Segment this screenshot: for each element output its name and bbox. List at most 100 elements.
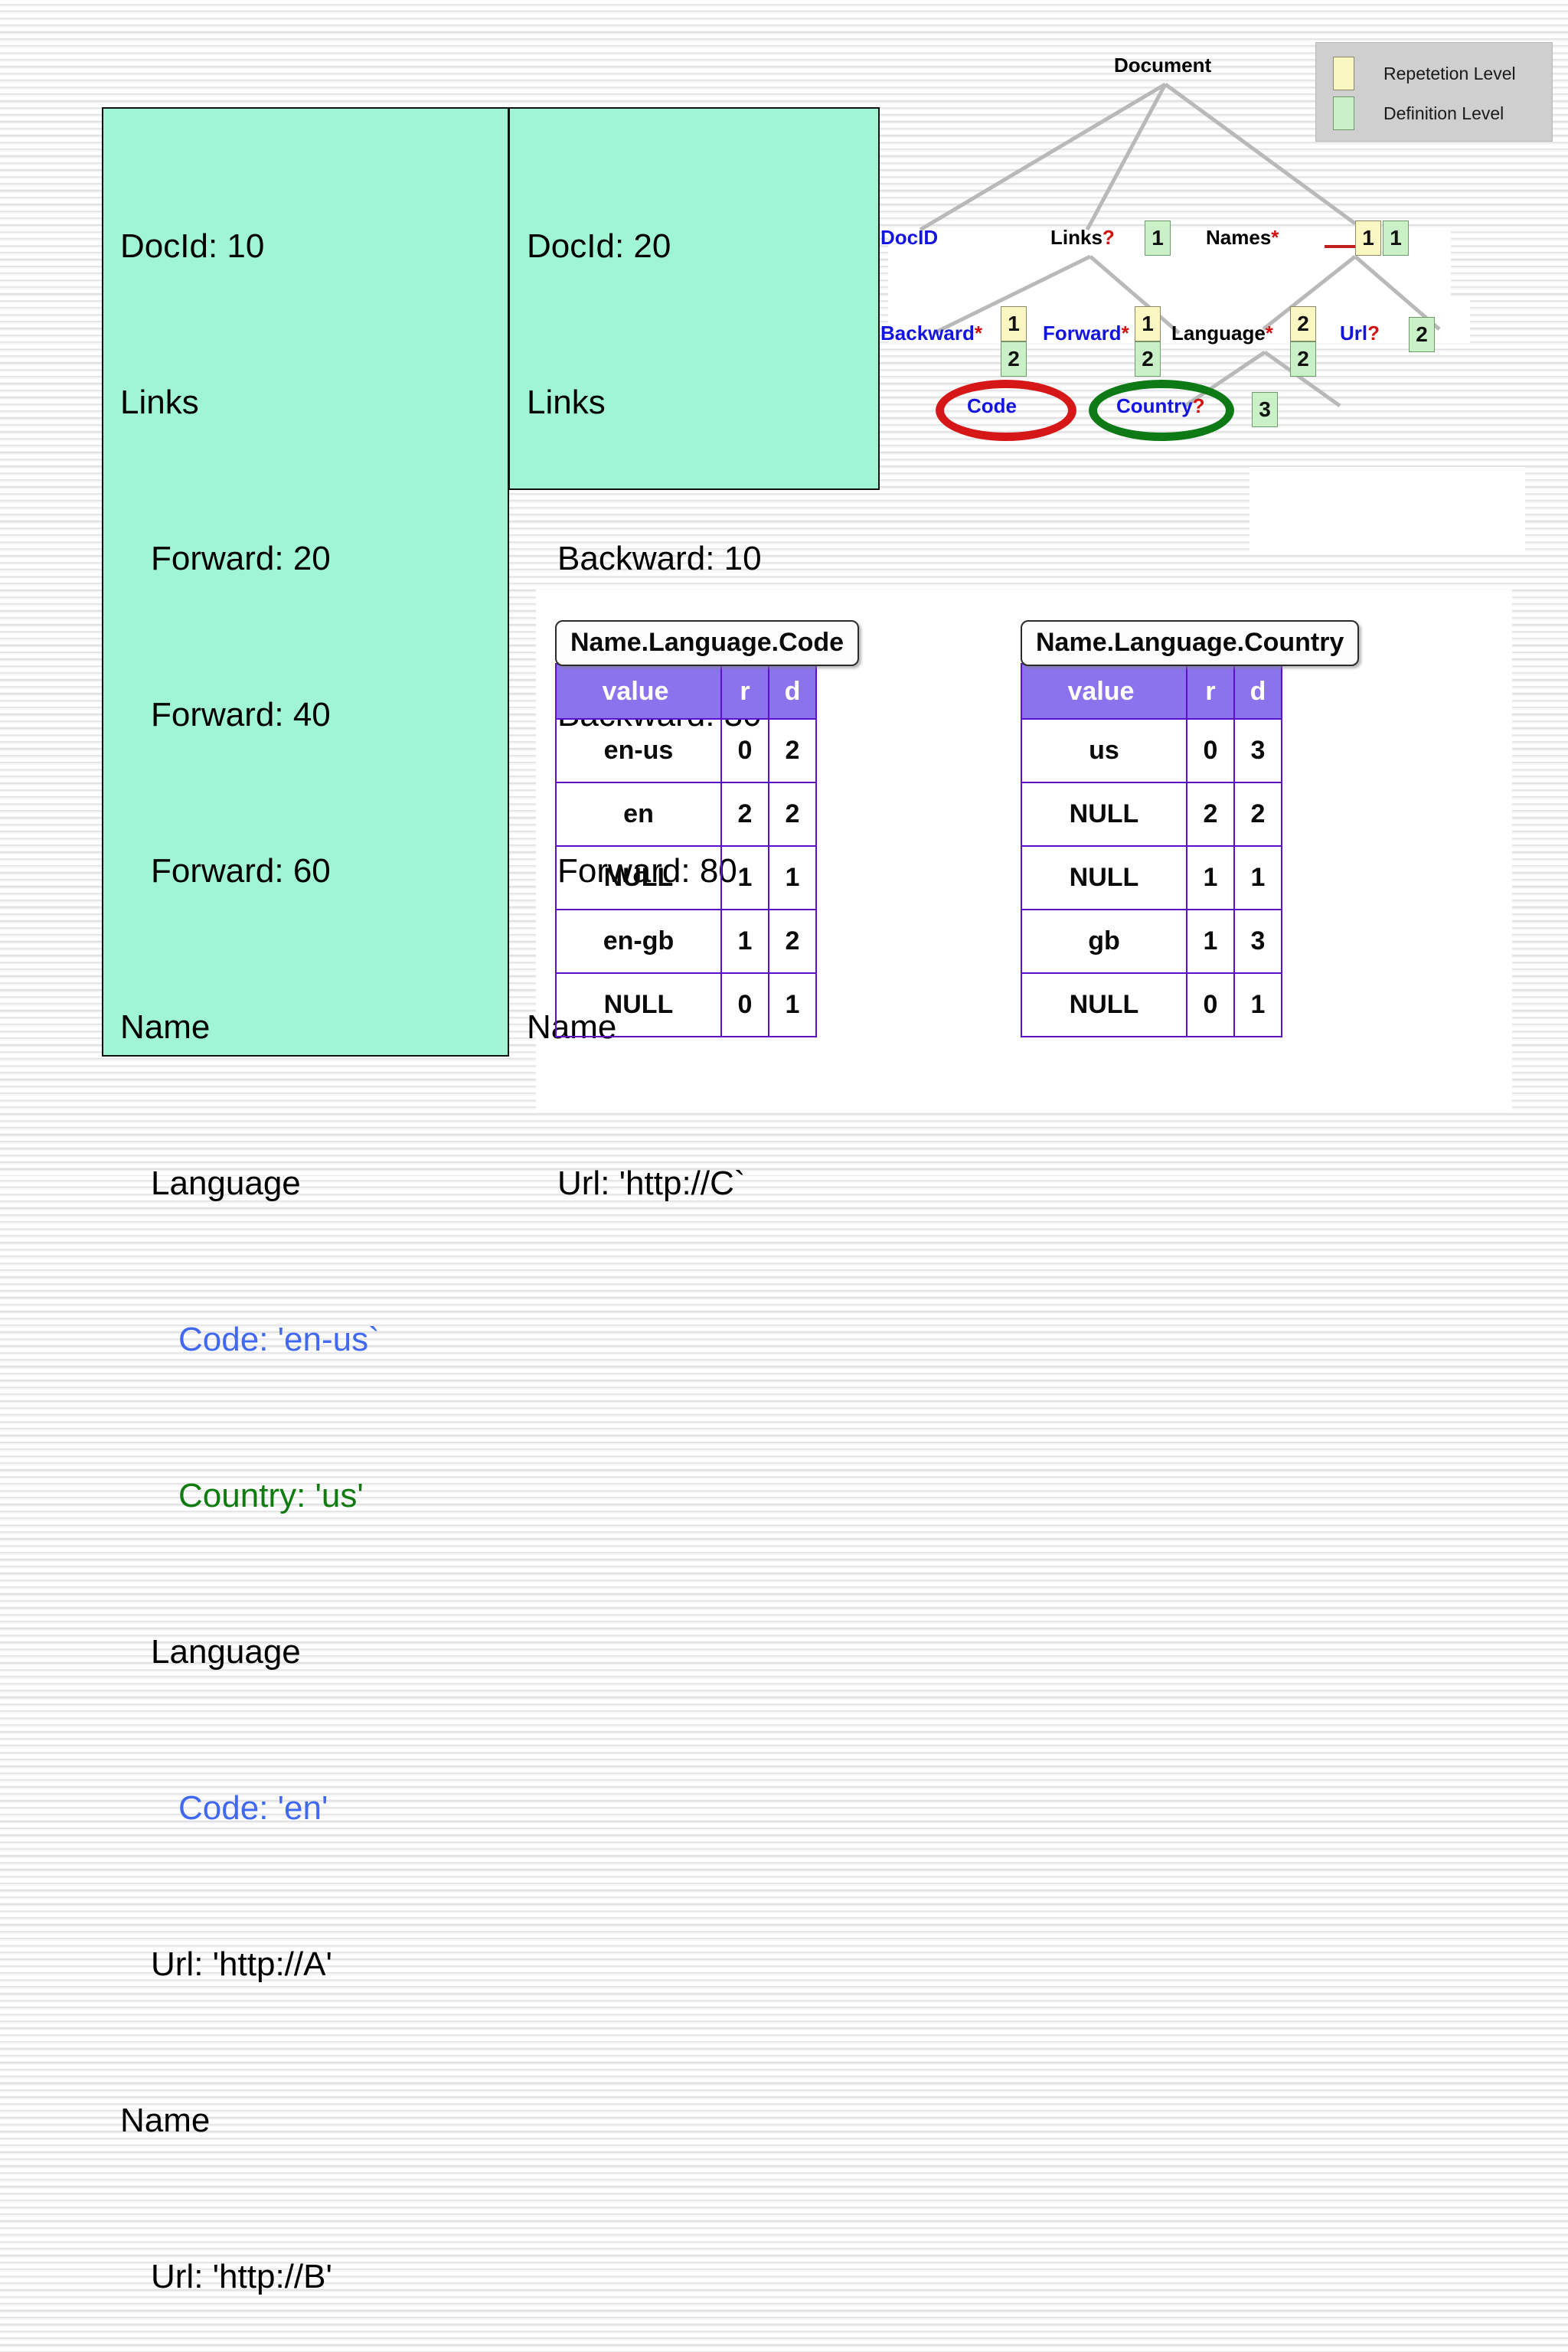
record-line: Language <box>151 1633 301 1671</box>
column-header-r: r <box>1186 663 1235 720</box>
record-line: Forward: 60 <box>151 852 331 890</box>
schema-tree: Document DocID Links? 1 Names* 1 1 Backw… <box>880 46 1462 582</box>
record-line: Language <box>151 1165 301 1202</box>
table-row: NULL 2 2 <box>1021 782 1282 847</box>
legend-label: Repetetion Level <box>1383 63 1516 83</box>
column-table-code: Name.Language.Code value r d en-us 0 2 e… <box>555 620 860 1037</box>
cell-d: 1 <box>768 845 817 910</box>
cell-d: 2 <box>768 718 817 783</box>
cell-d: 1 <box>768 972 817 1037</box>
record-line: Url: 'http://A' <box>151 1945 332 1983</box>
tree-node-url[interactable]: Url? <box>1340 322 1380 345</box>
record-line: Name <box>120 1008 211 1046</box>
cell-r: 1 <box>1186 909 1235 974</box>
cell-value: en <box>555 782 722 847</box>
table-code-grid: value r d en-us 0 2 en 2 2 NULL 1 1 en <box>555 663 817 1037</box>
cell-value: NULL <box>1021 782 1187 847</box>
repetition-level-swatch-icon <box>1333 57 1354 90</box>
cell-d: 2 <box>768 909 817 974</box>
tree-node-docid[interactable]: DocID <box>880 226 938 250</box>
column-header-value: value <box>555 663 722 720</box>
tree-node-language[interactable]: Language* <box>1171 322 1273 345</box>
cell-value: NULL <box>555 845 722 910</box>
column-header-value: value <box>1021 663 1187 720</box>
definition-level-swatch-icon <box>1333 96 1354 130</box>
tree-node-label: Backward <box>880 322 975 345</box>
tree-node-mark: ? <box>1192 394 1205 417</box>
cell-r: 0 <box>1186 972 1235 1037</box>
tree-edges <box>919 82 1441 408</box>
tree-node-mark: ? <box>1102 226 1115 249</box>
record-line: DocId: 20 <box>527 227 671 265</box>
table-country-grid: value r d us 0 3 NULL 2 2 NULL 1 1 gb <box>1021 663 1282 1037</box>
table-title: Name.Language.Country <box>1021 620 1360 666</box>
tree-node-mark: * <box>1265 322 1273 345</box>
legend-label: Definition Level <box>1383 103 1504 123</box>
tree-node-mark: * <box>974 322 982 345</box>
table-row: en-gb 1 2 <box>555 909 817 974</box>
cell-d: 1 <box>1233 845 1282 910</box>
tree-node-document[interactable]: Document <box>1114 54 1211 77</box>
legend-box: Repetetion Level Definition Level <box>1315 42 1553 142</box>
tree-node-mark: * <box>1121 322 1129 345</box>
code-highlight-ellipse <box>936 380 1076 441</box>
tree-node-label: Country <box>1116 394 1193 417</box>
column-header-r: r <box>720 663 769 720</box>
record-line: Forward: 20 <box>151 540 331 577</box>
tree-node-forward[interactable]: Forward* <box>1043 322 1129 345</box>
record-line-country: Country: 'us' <box>178 1477 364 1514</box>
record-line-code: Code: 'en-us` <box>178 1321 380 1358</box>
tree-node-label: Forward <box>1043 322 1122 345</box>
record-line: DocId: 10 <box>120 227 265 265</box>
table-row: NULL 0 1 <box>1021 972 1282 1037</box>
column-header-d: d <box>1233 663 1282 720</box>
tree-node-label: Code <box>967 394 1017 417</box>
tree-node-label: Links <box>1050 226 1102 249</box>
cell-r: 2 <box>1186 782 1235 847</box>
cell-value: NULL <box>555 972 722 1037</box>
repetition-level-badge-language: 2 <box>1290 306 1316 341</box>
record-line: Forward: 40 <box>151 696 331 733</box>
record-line: Name <box>120 2102 211 2139</box>
cell-r: 1 <box>1186 845 1235 910</box>
repetition-level-badge-forward: 1 <box>1135 306 1161 341</box>
cell-value: NULL <box>1021 845 1187 910</box>
cell-r: 0 <box>720 972 769 1037</box>
tree-node-mark: * <box>1271 226 1279 249</box>
record-line: Url: 'http://B' <box>151 2258 332 2295</box>
cell-r: 2 <box>720 782 769 847</box>
cell-d: 2 <box>768 782 817 847</box>
cell-d: 3 <box>1233 718 1282 783</box>
record-line: Links <box>120 384 199 421</box>
cell-value: NULL <box>1021 972 1187 1037</box>
tree-node-backward[interactable]: Backward* <box>880 322 982 345</box>
tree-node-links[interactable]: Links? <box>1050 226 1115 250</box>
definition-level-badge-names: 1 <box>1383 220 1409 256</box>
definition-level-badge-url: 2 <box>1409 317 1435 352</box>
tree-node-names[interactable]: Names* <box>1206 226 1279 250</box>
tree-panel-backdrop-3 <box>1250 467 1525 551</box>
tree-node-code[interactable]: Code <box>967 394 1017 418</box>
tree-node-label: Document <box>1114 54 1212 77</box>
column-table-country: Name.Language.Country value r d us 0 3 N… <box>1021 620 1360 1037</box>
table-header-row: value r d <box>555 663 817 720</box>
country-highlight-ellipse <box>1089 380 1234 441</box>
cell-r: 0 <box>720 718 769 783</box>
table-row: NULL 1 1 <box>1021 845 1282 910</box>
table-row: en-us 0 2 <box>555 718 817 783</box>
record-line: Url: 'http://C` <box>557 1165 746 1202</box>
record-line: Links <box>527 384 606 421</box>
cell-value: gb <box>1021 909 1187 974</box>
column-header-d: d <box>768 663 817 720</box>
tree-node-country[interactable]: Country? <box>1116 394 1205 418</box>
table-row: gb 1 3 <box>1021 909 1282 974</box>
cell-value: us <box>1021 718 1187 783</box>
repetition-level-badge-backward: 1 <box>1001 306 1027 341</box>
table-row: us 0 3 <box>1021 718 1282 783</box>
cell-r: 1 <box>720 909 769 974</box>
tree-node-label: Names <box>1206 226 1272 249</box>
tree-node-mark: ? <box>1367 322 1380 345</box>
cell-r: 0 <box>1186 718 1235 783</box>
legend-item-definition: Definition Level <box>1333 93 1552 133</box>
table-title: Name.Language.Code <box>555 620 860 666</box>
